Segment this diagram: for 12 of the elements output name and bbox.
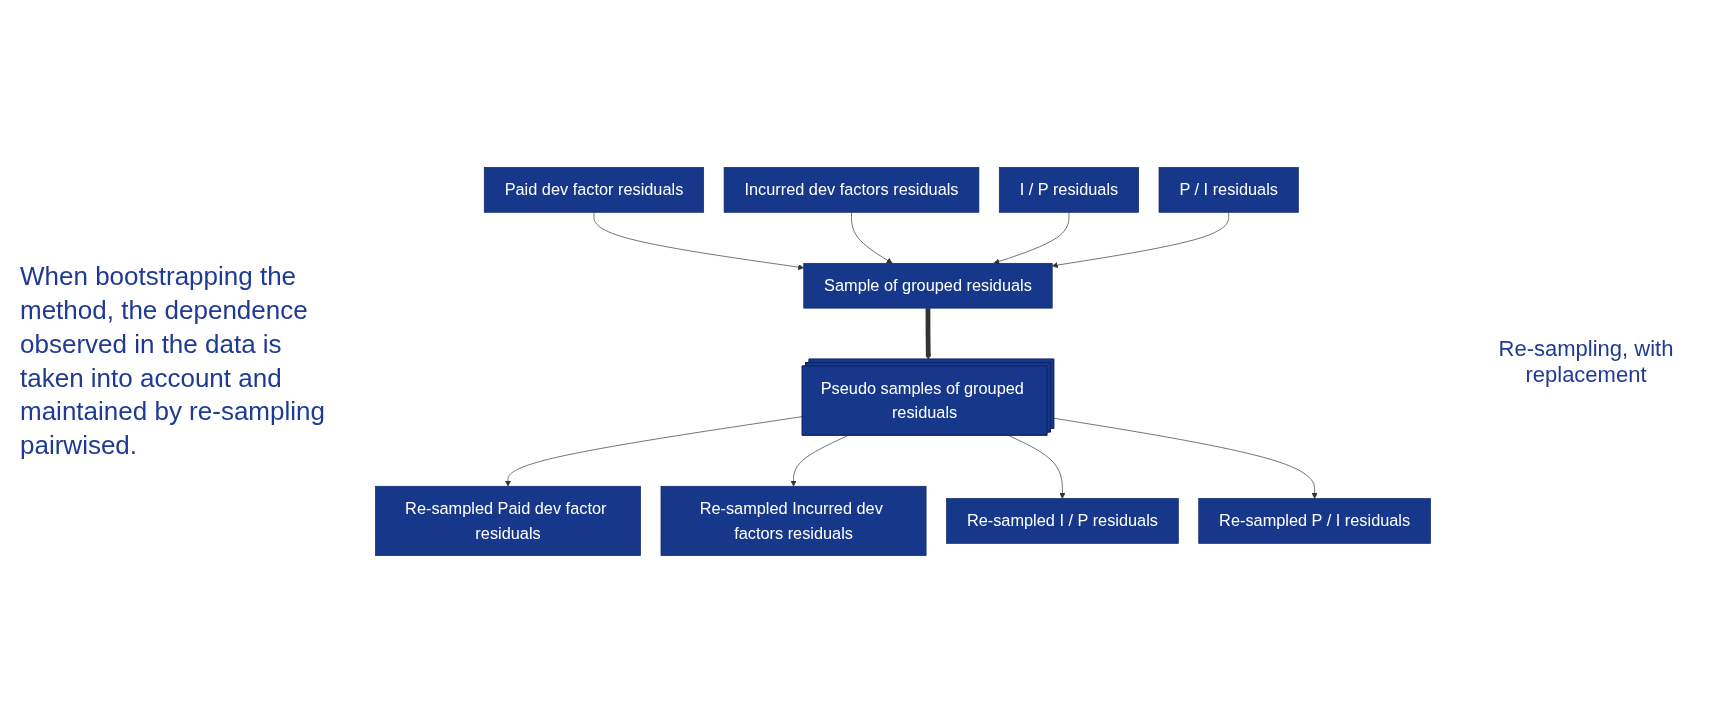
node-box: Sample of grouped residuals	[803, 262, 1053, 309]
node-box: P / I residuals	[1158, 167, 1299, 213]
note-text: When bootstrapping the method, the dependence observed in the data is taken into account and maintained by re-sampling pairwised.	[20, 260, 326, 463]
node-box: Re-sampled Incurred dev factors residuals	[660, 485, 927, 556]
note-text: Re-sampling, with replacement	[1497, 335, 1675, 388]
node-box: Re-sampled Paid dev factor residuals	[375, 485, 641, 556]
node-box: Paid dev factor residuals	[483, 167, 705, 213]
node-box: Re-sampled I / P residuals	[946, 498, 1179, 544]
node-box: Re-sampled P / I residuals	[1198, 498, 1431, 544]
node-box: I / P residuals	[998, 167, 1139, 213]
arrow	[925, 308, 932, 360]
node-box: Incurred dev factors residuals	[723, 167, 980, 213]
